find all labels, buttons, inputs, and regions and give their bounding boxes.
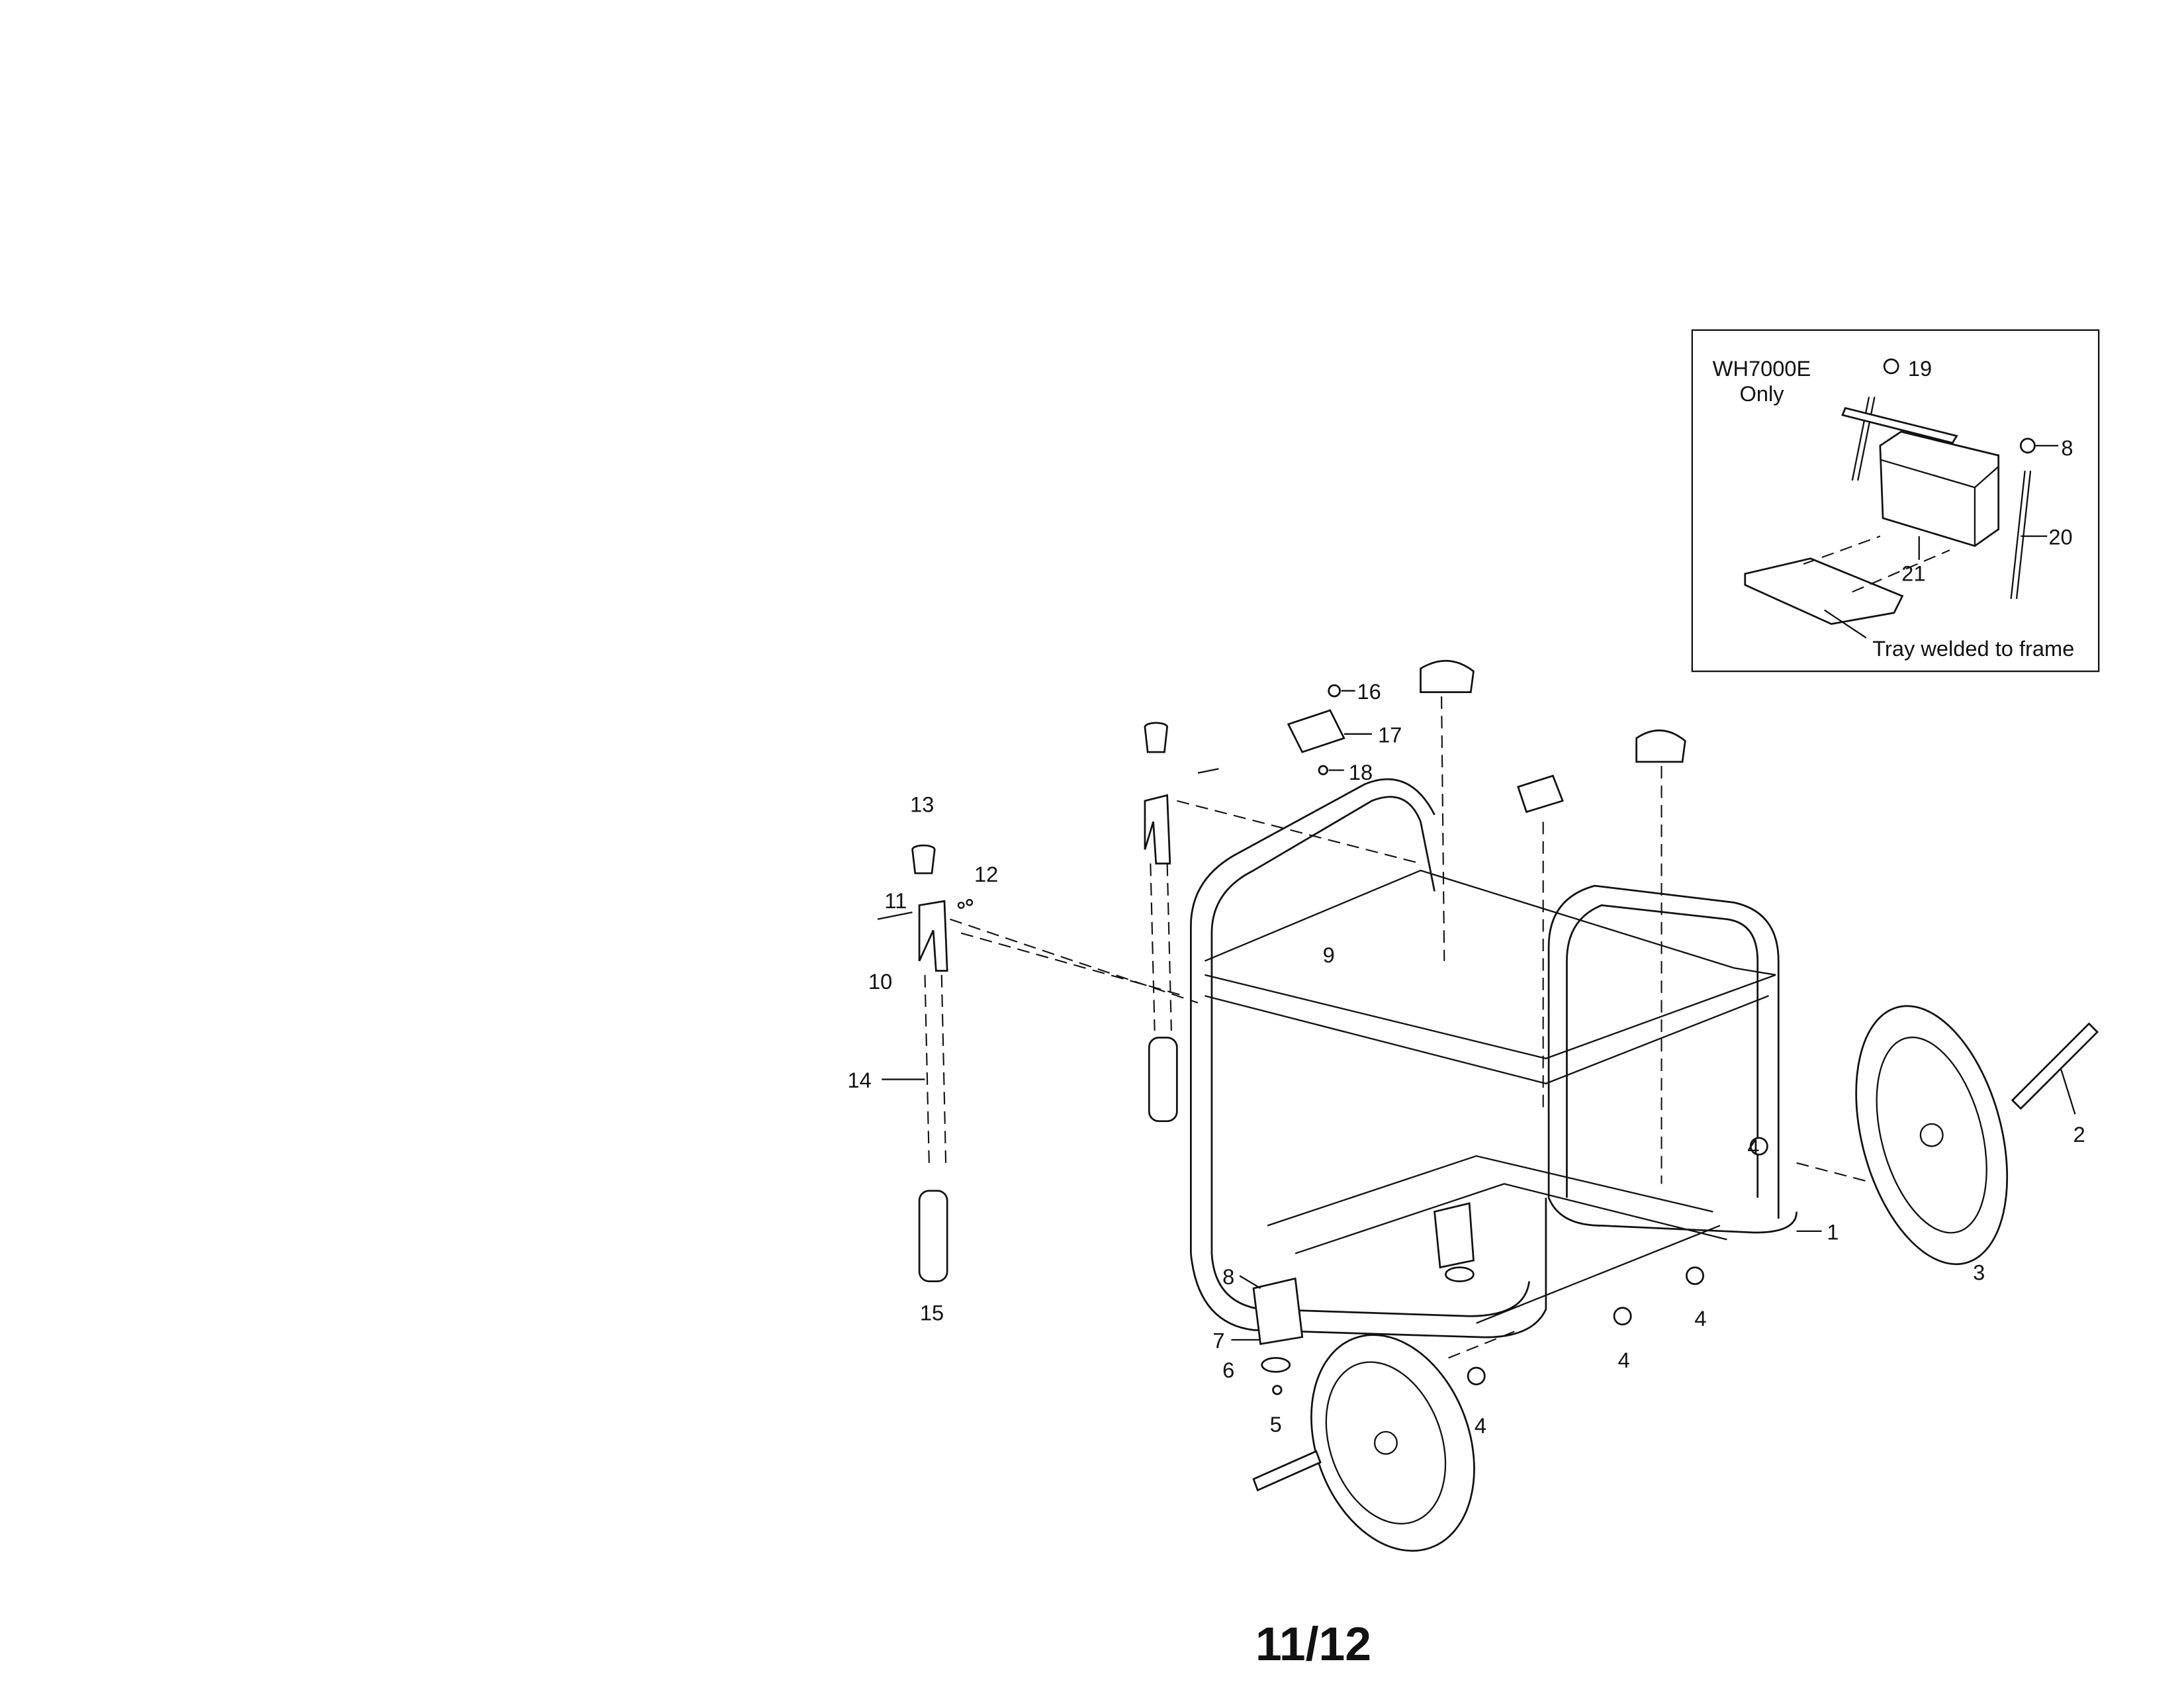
mount-bracket bbox=[1287, 709, 1345, 753]
battery-strap bbox=[1841, 406, 1958, 444]
callout-14: 14 bbox=[847, 1068, 871, 1092]
callout-21: 21 bbox=[1901, 561, 1925, 585]
nut-icon bbox=[1883, 358, 1899, 375]
foot-bracket bbox=[1252, 1277, 1304, 1345]
callout-10: 10 bbox=[868, 969, 892, 994]
battery-tray bbox=[1744, 557, 1904, 625]
battery-icon bbox=[1879, 430, 2000, 547]
inset-only: Only bbox=[1739, 381, 1784, 406]
callout-4d: 4 bbox=[1475, 1413, 1486, 1438]
callout-3: 3 bbox=[1973, 1260, 1985, 1285]
handle-cap bbox=[911, 844, 936, 874]
inset-model: WH7000E bbox=[1713, 356, 1811, 381]
callout-19: 19 bbox=[1908, 356, 1932, 381]
frame: 9 1 bbox=[1190, 778, 1839, 1338]
handle-grip bbox=[918, 1190, 948, 1283]
callout-7: 7 bbox=[1212, 1329, 1224, 1353]
callout-4a: 4 bbox=[1747, 1135, 1759, 1159]
inset-border bbox=[1691, 329, 2100, 673]
callout-15: 15 bbox=[920, 1301, 944, 1325]
callout-17: 17 bbox=[1378, 722, 1402, 747]
callout-8: 8 bbox=[1222, 1264, 1234, 1289]
callout-16: 16 bbox=[1357, 679, 1381, 704]
battery-inset: WH7000E Only 19 8 20 21 Tray welded to f… bbox=[1691, 329, 2100, 673]
callout-5: 5 bbox=[1270, 1412, 1282, 1436]
callout-4c: 4 bbox=[1618, 1348, 1630, 1372]
handle-assembly-right bbox=[1144, 722, 1421, 1123]
callout-18: 18 bbox=[1349, 760, 1373, 784]
rubber-foot bbox=[1261, 1356, 1291, 1373]
callout-4b: 4 bbox=[1694, 1306, 1706, 1331]
wheel-icon bbox=[1310, 1334, 1475, 1552]
callout-6: 6 bbox=[1222, 1358, 1234, 1382]
engine-mounts: 16 17 18 bbox=[1287, 659, 1686, 1184]
callout-12: 12 bbox=[974, 862, 998, 886]
callout-2: 2 bbox=[2073, 1122, 2085, 1147]
handle-assembly-left: 13 12 11 10 14 15 bbox=[847, 792, 1199, 1325]
callout-11: 11 bbox=[884, 888, 907, 913]
nut-icon bbox=[2019, 438, 2036, 454]
callout-1: 1 bbox=[1827, 1220, 1839, 1244]
foot-hardware: 8 7 6 5 4 4 4 4 bbox=[1212, 1135, 1768, 1438]
callout-8-inset: 8 bbox=[2061, 436, 2073, 460]
handle-bracket bbox=[918, 900, 948, 972]
callout-13: 13 bbox=[910, 792, 934, 817]
tray-note: Tray welded to frame bbox=[1872, 636, 2074, 661]
wheel-icon bbox=[1855, 1005, 2009, 1266]
wheel-right: 3 2 bbox=[1796, 1005, 2099, 1285]
callout-9: 9 bbox=[1323, 943, 1335, 967]
wheel-left bbox=[1252, 1329, 1519, 1552]
axle-bolt bbox=[2011, 1022, 2099, 1110]
axle-bolt bbox=[1252, 1450, 1322, 1492]
page-number: 11/12 bbox=[1255, 1618, 1371, 1671]
callout-20: 20 bbox=[2048, 525, 2072, 549]
